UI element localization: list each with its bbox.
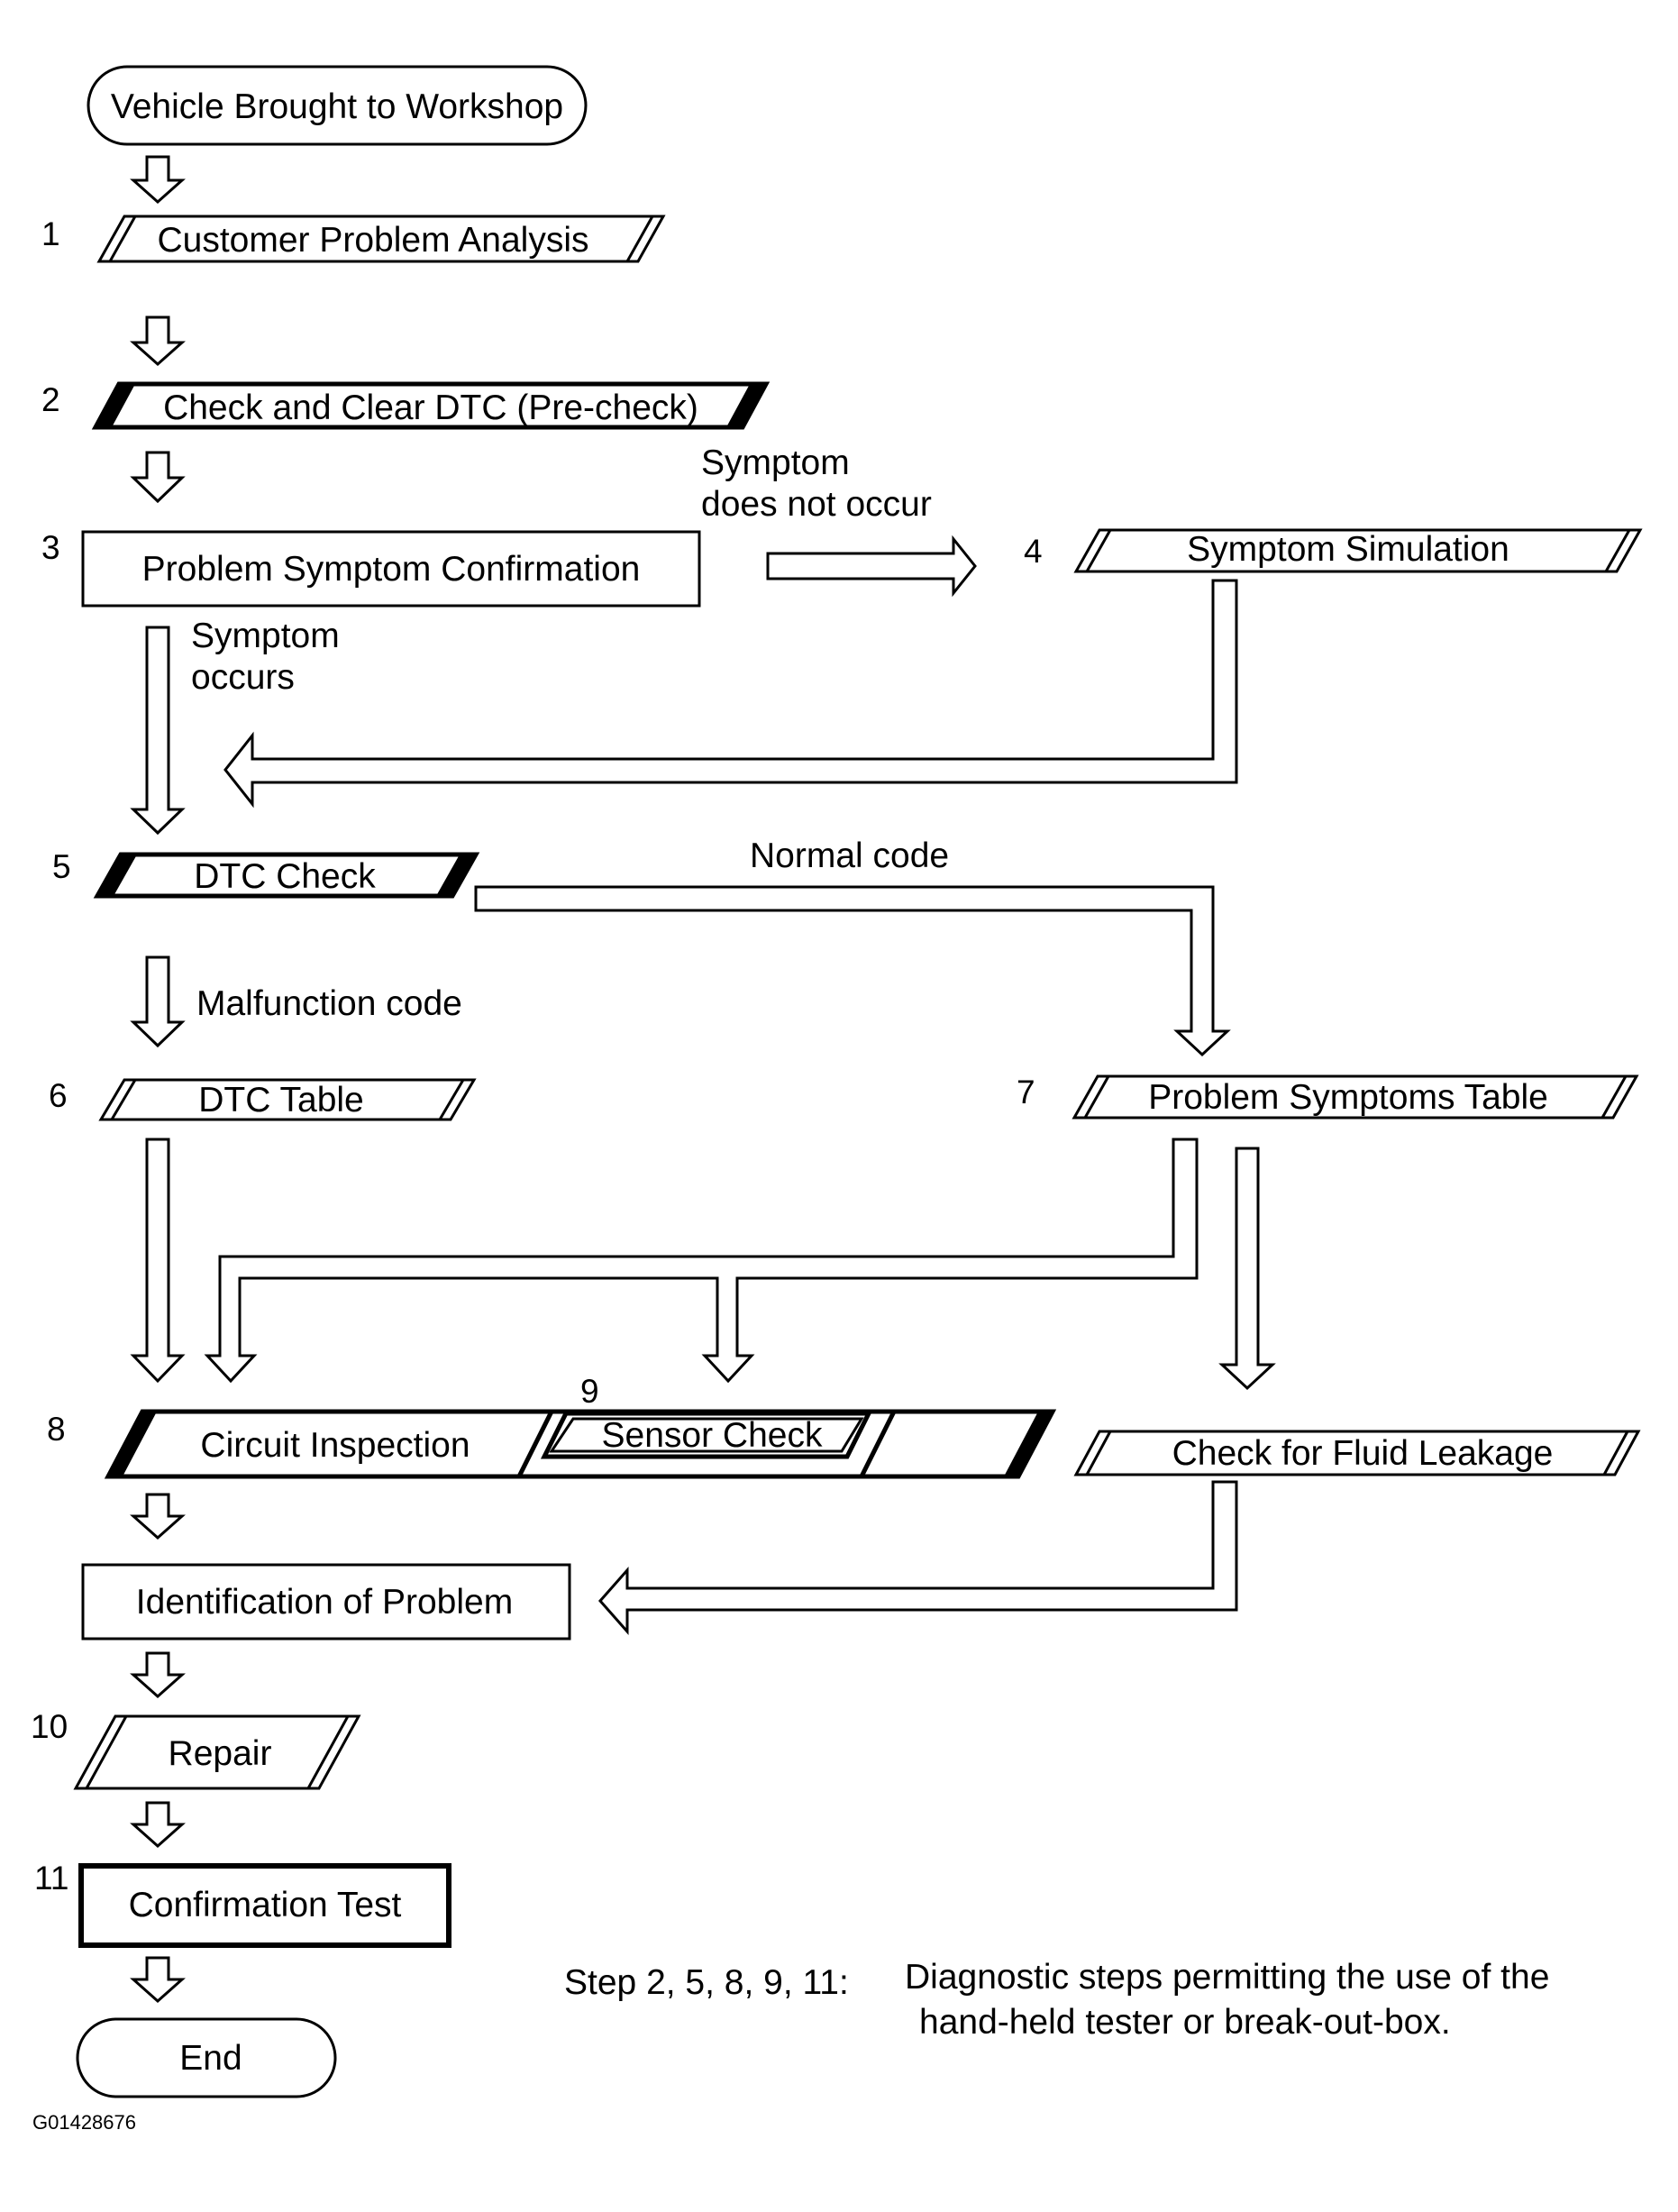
figure-id: G01428676: [32, 2111, 136, 2134]
arrow-4-to-5: [223, 579, 1238, 809]
arrow-1-to-2: [130, 315, 186, 367]
arrow-6-to-8: [130, 1138, 186, 1384]
step-2-number: 2: [41, 381, 60, 418]
arrow-2-to-3: [130, 451, 186, 504]
label-symptom-not-occur-2: does not occur: [701, 485, 932, 524]
note-line-2: hand-held tester or break-out-box.: [919, 2003, 1451, 2042]
step-8-label: Circuit Inspection: [200, 1426, 470, 1465]
arrow-3-to-4: [766, 535, 977, 598]
step-6-label: DTC Table: [198, 1081, 364, 1120]
step-7-box: [1072, 1074, 1639, 1120]
fluid-leakage-box: [1073, 1430, 1641, 1476]
step-11-number: 11: [34, 1860, 68, 1897]
step-9-number: 9: [580, 1373, 599, 1410]
end-terminal: [76, 2017, 337, 2098]
step-2-label: Check and Clear DTC (Pre-check): [163, 388, 698, 427]
step-11-box: [78, 1863, 451, 1948]
note-prefix: Step 2, 5, 8, 9, 11:: [564, 1963, 849, 2002]
step-10-double-line-right: [306, 1715, 350, 1789]
step-8-divider-right: [859, 1410, 897, 1478]
start-terminal: [87, 65, 588, 146]
fluid-leakage-double-line-left: [1085, 1430, 1112, 1476]
step-2-left-bar: [96, 384, 135, 427]
step-6-double-line-left: [110, 1079, 137, 1120]
step-5-right-bar: [436, 855, 476, 896]
step-10-box: [73, 1714, 361, 1790]
step-1-number: 1: [41, 215, 60, 252]
step-6-box: [98, 1078, 477, 1121]
step-4-double-line-right: [1604, 529, 1631, 572]
step-10-number: 10: [31, 1708, 68, 1745]
step-8-left-bar: [108, 1412, 157, 1476]
step-10-label: Repair: [169, 1734, 272, 1773]
label-symptom-occurs-2: occurs: [191, 658, 295, 697]
arrow-identification-to-10: [130, 1651, 186, 1699]
step-1-label: Customer Problem Analysis: [157, 221, 588, 260]
step-1-box: [96, 215, 666, 263]
arrow-fluid-to-identification: [597, 1480, 1238, 1635]
step-1-double-line-right: [625, 215, 654, 262]
arrow-5-to-6: [130, 955, 186, 1048]
start-label: Vehicle Brought to Workshop: [111, 87, 563, 126]
step-2-right-bar: [726, 384, 766, 427]
arrow-8-to-identification: [130, 1493, 186, 1540]
step-6-double-line-right: [438, 1079, 465, 1120]
arrow-3-to-5: [130, 626, 186, 836]
step-7-number: 7: [1017, 1074, 1035, 1111]
step-8-divider-left: [516, 1410, 554, 1478]
arrow-7-to-fluid: [1218, 1147, 1276, 1391]
step-8-right-bar: [1004, 1412, 1053, 1476]
step-11-label: Confirmation Test: [129, 1886, 402, 1924]
step-9-label: Sensor Check: [602, 1416, 823, 1455]
step-4-double-line-left: [1085, 529, 1112, 572]
arrow-5-to-7: [474, 885, 1231, 1057]
arrow-start-to-1: [130, 155, 186, 205]
step-10-double-line-left: [85, 1715, 128, 1789]
step-9-box: [540, 1411, 873, 1459]
step-1-double-line-left: [108, 215, 137, 262]
label-malfunction-code: Malfunction code: [196, 984, 462, 1023]
arrow-7-to-8-9: [204, 1138, 1199, 1384]
fluid-leakage-label: Check for Fluid Leakage: [1172, 1434, 1554, 1473]
step-5-label: DTC Check: [194, 857, 376, 896]
step-6-number: 6: [49, 1077, 68, 1114]
label-normal-code: Normal code: [750, 836, 949, 875]
step-7-double-line-left: [1083, 1075, 1110, 1119]
step-4-label: Symptom Simulation: [1187, 530, 1509, 569]
step-4-box: [1073, 528, 1643, 573]
fluid-leakage-double-line-right: [1602, 1430, 1629, 1476]
step-3-box: [81, 530, 701, 608]
step-3-label: Problem Symptom Confirmation: [142, 550, 641, 589]
arrow-11-to-end: [130, 1956, 186, 2004]
step-8-number: 8: [47, 1411, 66, 1448]
step-7-label: Problem Symptoms Table: [1148, 1078, 1548, 1117]
arrow-10-to-11: [130, 1801, 186, 1849]
note-line-1: Diagnostic steps permitting the use of t…: [905, 1958, 1549, 1997]
step-5-left-bar: [97, 855, 137, 896]
identification-box: [81, 1563, 571, 1641]
identification-label: Identification of Problem: [136, 1583, 513, 1622]
step-7-double-line-right: [1600, 1075, 1628, 1119]
step-9-inner: [549, 1417, 864, 1453]
label-symptom-occurs-1: Symptom: [191, 617, 340, 655]
step-3-number: 3: [41, 529, 60, 566]
label-symptom-not-occur-1: Symptom: [701, 443, 850, 482]
step-4-number: 4: [1024, 533, 1043, 570]
end-label: End: [179, 2039, 242, 2078]
step-5-number: 5: [52, 848, 71, 885]
